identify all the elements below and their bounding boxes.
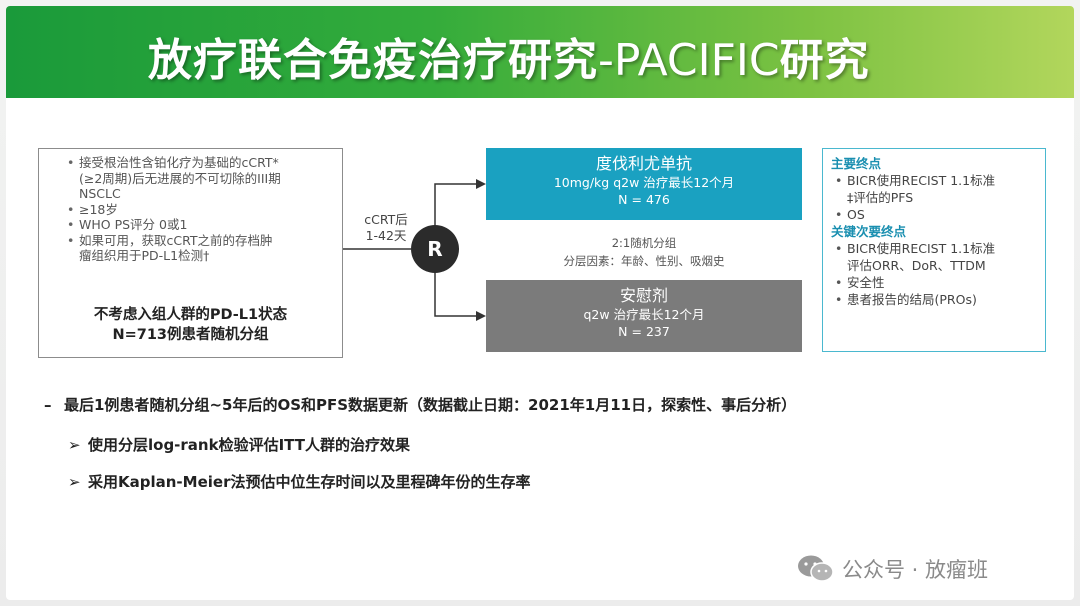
- primary-endpoints-list: BICR使用RECIST 1.1标准 ‡评估的PFS OS: [831, 172, 1039, 223]
- endpoint-item: BICR使用RECIST 1.1标准: [831, 240, 1039, 257]
- durvalumab-arm-name: 度伐利尤单抗: [595, 154, 692, 173]
- eligibility-criteria-box: 接受根治性含铂化疗为基础的cCRT* (≥2周期)后无进展的不可切除的III期 …: [38, 148, 343, 358]
- randomization-ratio: 2:1随机分组: [611, 236, 677, 250]
- criteria-summary-pdl1: 不考虑入组人群的PD-L1状态: [93, 307, 288, 323]
- page-title: 放疗联合免疫治疗研究-PACIFIC研究: [148, 24, 870, 88]
- randomization-circle: R: [411, 225, 459, 273]
- wechat-icon: [798, 555, 834, 582]
- title-main: 放疗联合免疫治疗研究: [148, 35, 598, 86]
- arrowhead-bottom-arm: [476, 311, 486, 321]
- watermark-text: 公众号 · 放瘤班: [842, 558, 989, 582]
- criteria-item: 接受根治性含铂化疗为基础的cCRT*: [49, 155, 334, 171]
- analysis-bullet-sub-1-text: 使用分层log-rank检验评估ITT人群的治疗效果: [88, 436, 410, 454]
- analysis-bullet-main: –最后1例患者随机分组~5年后的OS和PFS数据更新（数据截止日期：2021年1…: [44, 394, 796, 415]
- ccrt-label-line2: 1-42天: [365, 228, 407, 243]
- criteria-item: 如果可用，获取cCRT之前的存档肿: [49, 233, 334, 249]
- endpoint-item: 患者报告的结局(PROs): [831, 291, 1039, 308]
- criteria-item: ≥18岁: [49, 202, 334, 218]
- arrow-bullet-icon: ➢: [68, 473, 81, 491]
- endpoint-item: 安全性: [831, 274, 1039, 291]
- primary-endpoints-title: 主要终点: [831, 156, 882, 171]
- durvalumab-arm-n: N = 476: [618, 192, 670, 207]
- placebo-arm-regimen: q2w 治疗最长12个月: [583, 307, 705, 322]
- secondary-endpoints-list: BICR使用RECIST 1.1标准 评估ORR、DoR、TTDM 安全性 患者…: [831, 240, 1039, 308]
- criteria-summary-n: N=713例患者随机分组: [112, 327, 269, 343]
- title-suffix: 研究: [779, 35, 870, 86]
- endpoint-item-cont: ‡评估的PFS: [847, 190, 914, 205]
- stratification-factors: 分层因素：年龄、性别、吸烟史: [563, 254, 725, 268]
- analysis-bullet-sub-2-text: 采用Kaplan-Meier法预估中位生存时间以及里程碑年份的生存率: [88, 473, 531, 491]
- analysis-bullet-sub-2: ➢ 采用Kaplan-Meier法预估中位生存时间以及里程碑年份的生存率: [68, 471, 530, 492]
- title-bar: 放疗联合免疫治疗研究-PACIFIC研究: [6, 6, 1074, 98]
- criteria-item-cont: (≥2周期)后无进展的不可切除的III期: [79, 170, 281, 186]
- criteria-item-cont: 瘤组织用于PD-L1检测†: [79, 248, 210, 263]
- criteria-item-cont: NSCLC: [79, 186, 121, 201]
- watermark: 公众号 · 放瘤班: [796, 554, 988, 584]
- arrow-bullet-icon: ➢: [68, 436, 81, 454]
- criteria-item: WHO PS评分 0或1: [49, 217, 334, 233]
- placebo-arm-name: 安慰剂: [619, 286, 668, 305]
- title-sub: -PACIFIC: [598, 35, 780, 86]
- analysis-bullet-sub-1: ➢ 使用分层log-rank检验评估ITT人群的治疗效果: [68, 434, 410, 455]
- dash-marker: –: [44, 396, 52, 414]
- placebo-arm-n: N = 237: [618, 324, 670, 339]
- ccrt-interval-label: cCRT后 1-42天: [361, 212, 411, 244]
- criteria-list: 接受根治性含铂化疗为基础的cCRT* (≥2周期)后无进展的不可切除的III期 …: [49, 155, 334, 264]
- durvalumab-arm-regimen: 10mg/kg q2w 治疗最长12个月: [553, 175, 735, 190]
- randomization-info: 2:1随机分组 分层因素：年龄、性别、吸烟史: [486, 234, 802, 270]
- placebo-arm-box: 安慰剂 q2w 治疗最长12个月 N = 237: [486, 280, 802, 352]
- endpoint-item: BICR使用RECIST 1.1标准: [831, 172, 1039, 189]
- durvalumab-arm-box: 度伐利尤单抗 10mg/kg q2w 治疗最长12个月 N = 476: [486, 148, 802, 220]
- endpoints-box: 主要终点 BICR使用RECIST 1.1标准 ‡评估的PFS OS 关键次要终…: [822, 148, 1046, 352]
- endpoint-item-cont: 评估ORR、DoR、TTDM: [847, 258, 986, 273]
- analysis-bullet-main-text: 最后1例患者随机分组~5年后的OS和PFS数据更新（数据截止日期：2021年1月…: [64, 396, 797, 414]
- arrowhead-top-arm: [476, 179, 486, 189]
- ccrt-label-line1: cCRT后: [364, 212, 408, 227]
- endpoint-item: OS: [831, 206, 1039, 223]
- secondary-endpoints-title: 关键次要终点: [831, 224, 907, 239]
- slide: 放疗联合免疫治疗研究-PACIFIC研究 接受根治性含铂化疗为基础的cCRT* …: [6, 6, 1074, 600]
